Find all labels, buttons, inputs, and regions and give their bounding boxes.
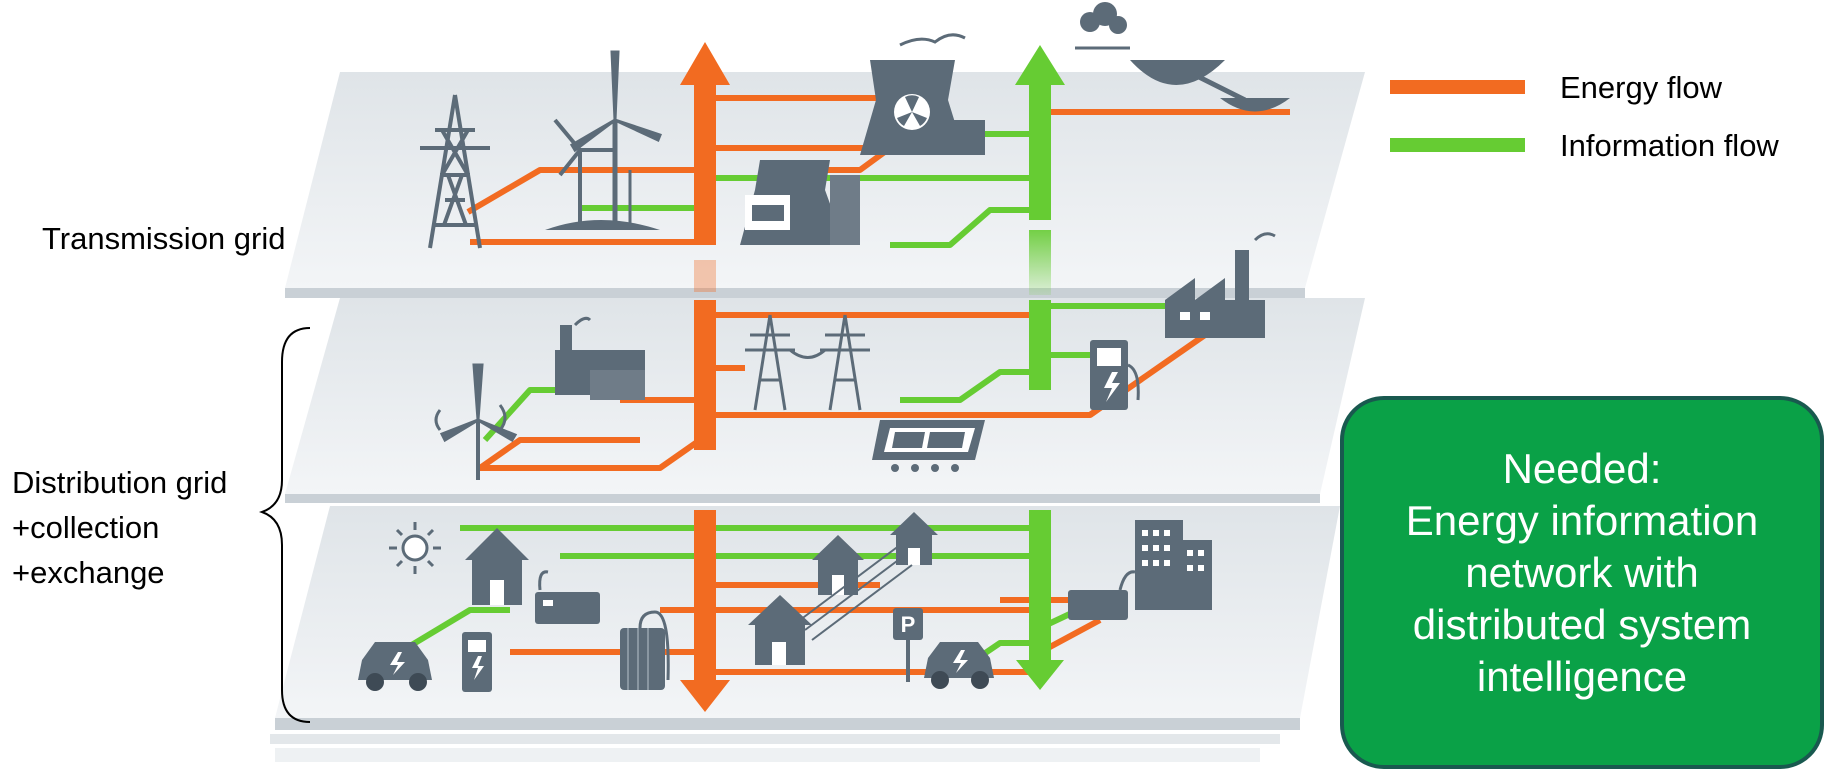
legend-information-swatch [1390,138,1525,152]
distribution-extra-collection: +collection [12,510,160,545]
legend-label-information: Information flow [1560,128,1779,163]
factory-icon [1165,232,1276,338]
distribution-grid-label: Distribution grid +collection +exchange [12,460,227,595]
callout-line-1: Needed: [1502,444,1662,492]
information-vertical-arrow [1015,45,1065,690]
legend [1390,80,1525,152]
house-icon [748,595,812,665]
transformer-icon [620,610,670,690]
house-icon [465,528,529,605]
coal-plant-icon [740,160,860,245]
hydro-dam-icon [1075,2,1290,112]
wind-turbine-icon [545,50,662,230]
callout-line-5: intelligence [1476,652,1688,700]
parking-sign-icon: P [893,608,923,682]
callout-line-2: Energy information [1405,496,1759,544]
charging-station-icon [1090,340,1140,410]
wind-turbine-icon [434,363,518,480]
factory-icon [555,316,645,400]
callout-line-3: network with [1465,548,1699,596]
callout-line-4: distributed system [1412,600,1752,648]
power-line [799,544,913,641]
information-flow-lines [368,131,1170,673]
distribution-grid-title: Distribution grid [12,465,228,500]
solar-panel-icon [872,420,985,472]
distribution-extra-exchange: +exchange [12,555,165,590]
nuclear-plant-icon [860,33,985,155]
energy-vertical-arrow [680,42,730,712]
charging-station-icon [462,632,492,692]
electric-car-icon [358,642,432,691]
battery-icon [535,570,600,624]
needed-callout-box: Needed: Energy information network with … [1340,396,1824,769]
transmission-grid-label: Transmission grid [42,221,286,256]
svg-text:P: P [901,612,916,637]
distribution-brace [258,327,311,723]
battery-icon [1068,570,1136,620]
office-building-icon [1135,520,1212,610]
house-icon [890,512,938,565]
legend-energy-swatch [1390,80,1525,94]
legend-label-energy: Energy flow [1560,70,1722,105]
transmission-tower-icon [420,94,490,249]
electric-car-icon [924,642,994,689]
transmission-tower-icon [745,314,870,411]
sun-icon [389,522,441,574]
